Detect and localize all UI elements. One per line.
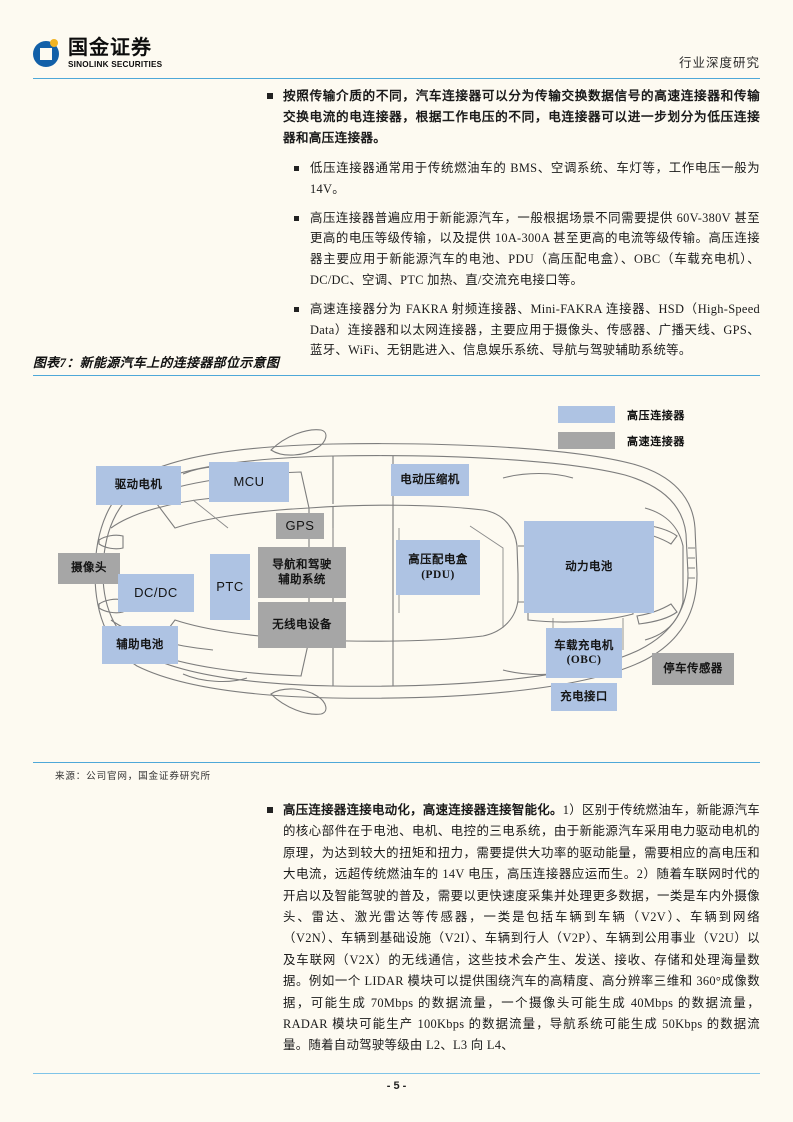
figure-legend: 高压连接器 高速连接器 (558, 406, 685, 458)
figure-caption: 图表7：新能源汽车上的连接器部位示意图 (33, 356, 280, 370)
bottom-paragraph: 高压连接器连接电动化，高速连接器连接智能化。1）区别于传统燃油车，新能源汽车的核… (283, 800, 760, 1057)
label-radio-equipment: 无线电设备 (258, 602, 346, 648)
page-header: 国金证券 SINOLINK SECURITIES 行业深度研究 (0, 0, 793, 80)
label-drive-motor: 驱动电机 (96, 466, 181, 505)
figure-ev-connector-diagram: 高压连接器 高速连接器 驱动电机 MCU GPS 电动压缩机 导航和驾驶 辅助系… (33, 378, 760, 762)
legend-item-hv: 高压连接器 (558, 406, 685, 423)
bullet-level1: 按照传输介质的不同，汽车连接器可以分为传输交换数据信号的高速连接器和传输交换电流… (267, 86, 760, 149)
label-auxiliary-battery: 辅助电池 (102, 626, 178, 664)
label-pdu: 高压配电盒 (PDU) (396, 540, 480, 595)
bullet-square-icon (294, 215, 299, 221)
sub-bullet-2-text: 高压连接器普遍应用于新能源汽车，一般根据场景不同需要提供 60V-380V 甚至… (310, 210, 760, 287)
label-navigation-adas: 导航和驾驶 辅助系统 (258, 547, 346, 598)
label-ptc: PTC (210, 554, 250, 620)
footer-divider (33, 1073, 760, 1075)
bullet-square-icon (267, 93, 273, 99)
legend-label-hs: 高速连接器 (627, 435, 685, 448)
figure-caption-block: 图表7：新能源汽车上的连接器部位示意图 (33, 352, 760, 377)
bottom-paragraph-lead: 高压连接器连接电动化，高速连接器连接智能化。 (283, 803, 563, 817)
legend-label-hv: 高压连接器 (627, 409, 685, 422)
legend-swatch-hs (558, 432, 615, 449)
legend-item-hs: 高速连接器 (558, 432, 685, 449)
label-camera: 摄像头 (58, 553, 120, 584)
figure-caption-divider (33, 375, 760, 377)
label-gps: GPS (276, 513, 324, 539)
main-content: 按照传输介质的不同，汽车连接器可以分为传输交换数据信号的高速连接器和传输交换电流… (0, 86, 793, 361)
sub-bullet-2: 高压连接器普遍应用于新能源汽车，一般根据场景不同需要提供 60V-380V 甚至… (294, 208, 760, 291)
label-obc: 车载充电机 (OBC) (546, 628, 622, 678)
sub-bullet-3-text: 高速连接器分为 FAKRA 射频连接器、Mini-FAKRA 连接器、HSD（H… (310, 301, 760, 358)
sinolink-logo-icon (33, 39, 61, 68)
header-section-title: 行业深度研究 (678, 56, 760, 70)
bullet-square-icon (294, 306, 299, 312)
header-divider (33, 78, 760, 80)
logo-chinese-name: 国金证券 (68, 37, 152, 59)
label-dcdc: DC/DC (118, 574, 194, 612)
brand-logo: 国金证券 SINOLINK SECURITIES (33, 38, 162, 69)
label-traction-battery: 动力电池 (524, 521, 654, 613)
bottom-paragraph-block: 高压连接器连接电动化，高速连接器连接智能化。1）区别于传统燃油车，新能源汽车的核… (0, 800, 793, 1057)
logo-english-name: SINOLINK SECURITIES (68, 60, 163, 69)
bottom-paragraph-text: 1）区别于传统燃油车，新能源汽车的核心部件在于电池、电机、电控的三电系统，由于新… (283, 803, 761, 1053)
bullet-square-icon (294, 166, 299, 171)
page-number: - 5 - (386, 1080, 407, 1092)
figure-source: 来源：公司官网，国金证券研究所 (55, 771, 211, 782)
label-parking-sensor: 停车传感器 (652, 653, 734, 685)
sub-bullet-1-text: 低压连接器通常用于传统燃油车的 BMS、空调系统、车灯等，工作电压一般为 14V… (310, 161, 760, 196)
bullet-level1-text: 按照传输介质的不同，汽车连接器可以分为传输交换数据信号的高速连接器和传输交换电流… (283, 89, 760, 145)
label-electric-compressor: 电动压缩机 (391, 464, 469, 496)
figure-bottom-divider (33, 762, 760, 764)
bullet-square-icon (267, 807, 273, 813)
label-charge-port: 充电接口 (551, 683, 617, 711)
label-mcu: MCU (209, 462, 289, 502)
legend-swatch-hv (558, 406, 615, 423)
bottom-bullet: 高压连接器连接电动化，高速连接器连接智能化。1）区别于传统燃油车，新能源汽车的核… (267, 800, 760, 1057)
sub-bullet-1: 低压连接器通常用于传统燃油车的 BMS、空调系统、车灯等，工作电压一般为 14V… (294, 158, 760, 200)
sub-bullet-3: 高速连接器分为 FAKRA 射频连接器、Mini-FAKRA 连接器、HSD（H… (294, 299, 760, 361)
